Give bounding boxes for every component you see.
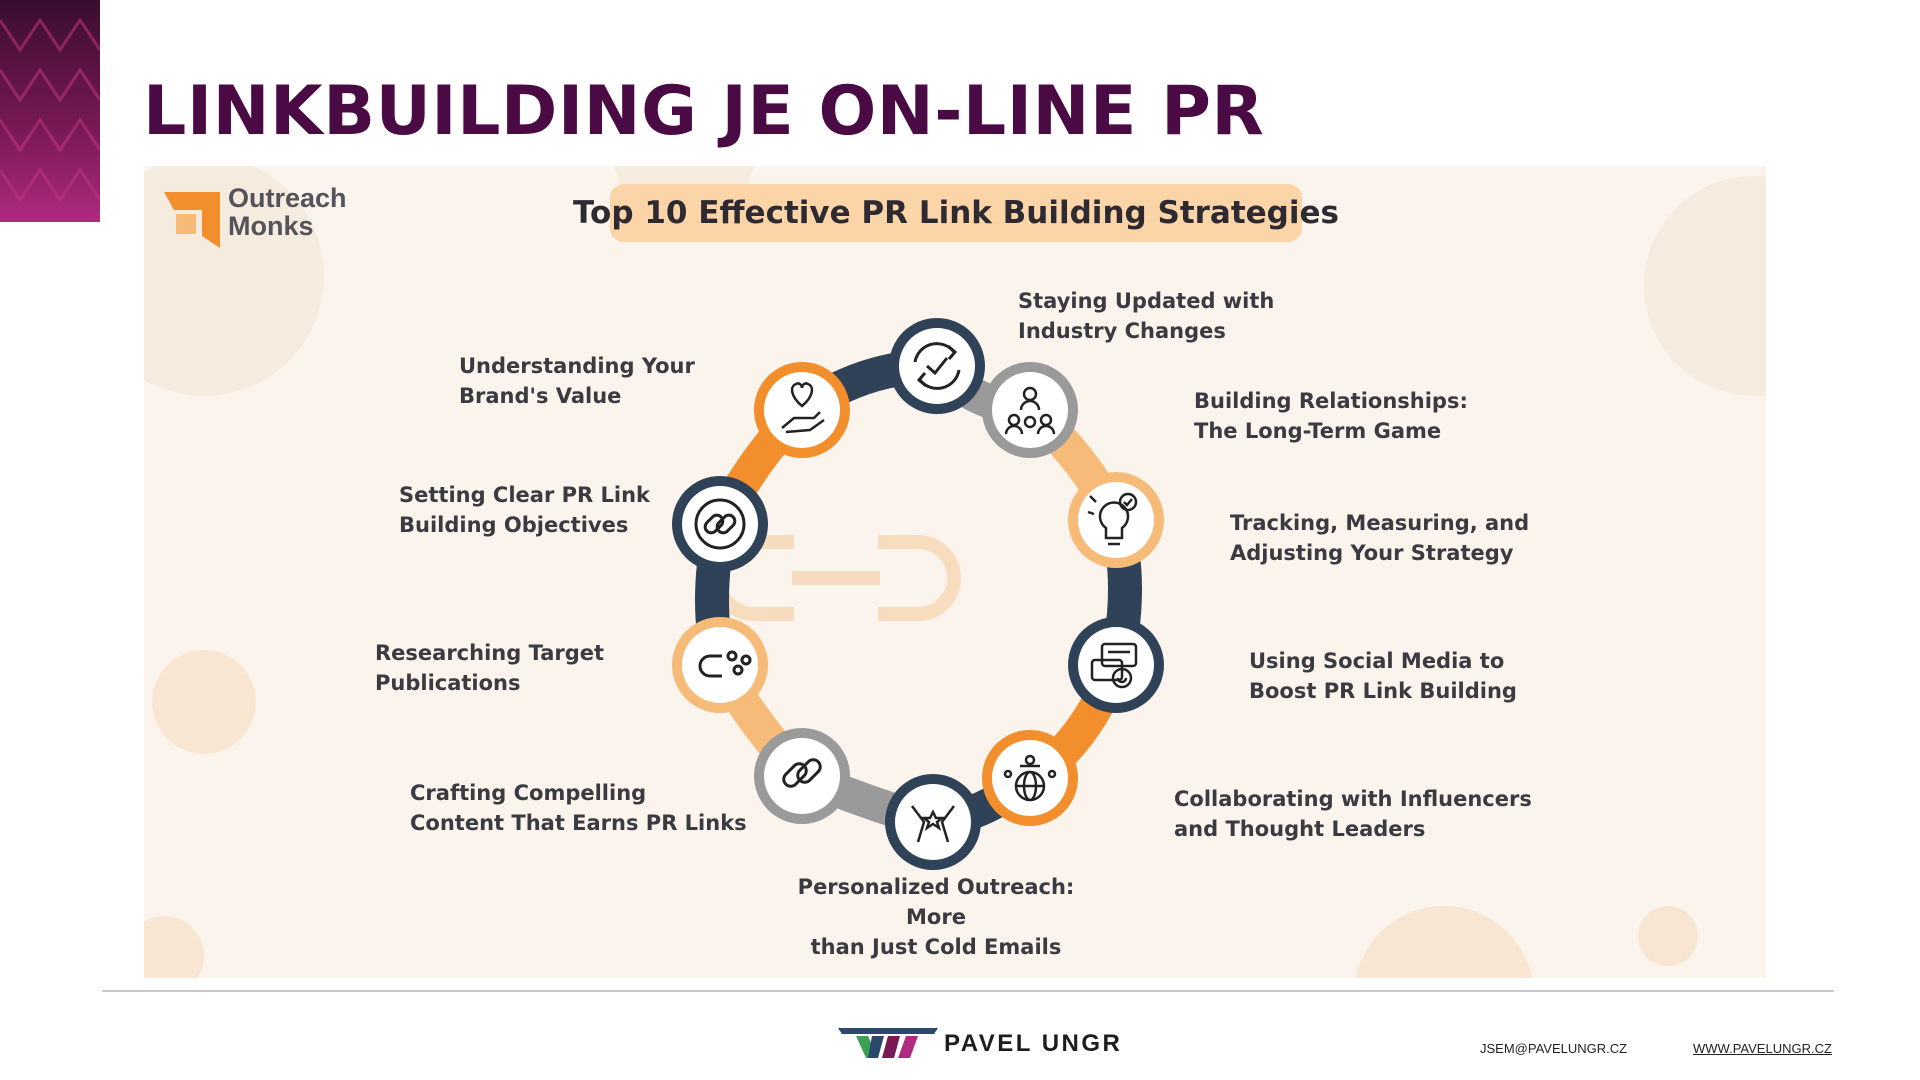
footer-brand-name: PAVEL UNGR [944, 1030, 1123, 1057]
label-building-relationships: Building Relationships: The Long-Term Ga… [1194, 389, 1468, 443]
background-circles [144, 166, 1766, 978]
footer-divider [102, 990, 1834, 992]
label-staying-updated: Staying Updated with Industry Changes [1018, 289, 1275, 343]
label-personalized-outreach: Personalized Outreach: More than Just Co… [797, 875, 1075, 959]
heart-hand-icon [781, 382, 825, 434]
label-collaborating-influencers: Collaborating with Influencers and Thoug… [1174, 787, 1532, 841]
lightbulb-check-icon [1087, 492, 1138, 546]
network-people-icon [1004, 386, 1056, 435]
magnet-people-icon [698, 650, 752, 678]
infographic-heading: Top 10 Effective PR Link Building Strate… [573, 184, 1339, 242]
chain-link-icon [782, 758, 822, 788]
node-building-relationships [982, 362, 1078, 458]
node-understanding-brand [754, 362, 850, 458]
label-social-media: Using Social Media to Boost PR Link Buil… [1249, 649, 1517, 703]
refresh-check-icon [913, 342, 961, 390]
node-staying-updated [889, 318, 985, 414]
footer-email[interactable]: JSEM@PAVELUNGR.CZ [1480, 1041, 1628, 1056]
label-crafting-content: Crafting Compelling Content That Earns P… [410, 781, 747, 835]
node-social-media [1068, 617, 1164, 713]
node-crafting-content [754, 728, 850, 824]
infographic-heading-text: Top 10 Effective PR Link Building Strate… [573, 195, 1339, 231]
page-title: LINKBUILDING JE ON-LINE PR [143, 72, 1265, 151]
label-tracking-measuring: Tracking, Measuring, and Adjusting Your … [1230, 511, 1530, 565]
pavel-ungr-logo-icon [838, 1028, 938, 1058]
link-target-icon [694, 498, 746, 550]
footer-website-link[interactable]: WWW.PAVELUNGR.CZ [1693, 1041, 1832, 1056]
node-setting-objectives [672, 476, 768, 572]
globe-people-icon [1003, 754, 1057, 802]
outreach-monks-logo-icon [164, 192, 220, 248]
hands-star-icon [911, 805, 955, 843]
outreach-monks-logo-text: Outreach Monks [228, 183, 347, 241]
label-setting-objectives: Setting Clear PR Link Building Objective… [399, 483, 650, 537]
infographic-panel: Outreach Monks Top 10 Effective PR Link … [144, 166, 1766, 978]
node-personalized-outreach [885, 774, 981, 870]
label-researching-publications: Researching Target Publications [375, 641, 605, 695]
node-collaborating-influencers [982, 730, 1078, 826]
node-tracking-measuring [1068, 472, 1164, 568]
chat-bubbles-icon [1090, 642, 1138, 689]
corner-pattern [0, 0, 100, 222]
strategy-ring [672, 318, 1164, 870]
label-understanding-brand: Understanding Your Brand's Value [459, 354, 695, 408]
node-researching-publications [672, 617, 768, 713]
